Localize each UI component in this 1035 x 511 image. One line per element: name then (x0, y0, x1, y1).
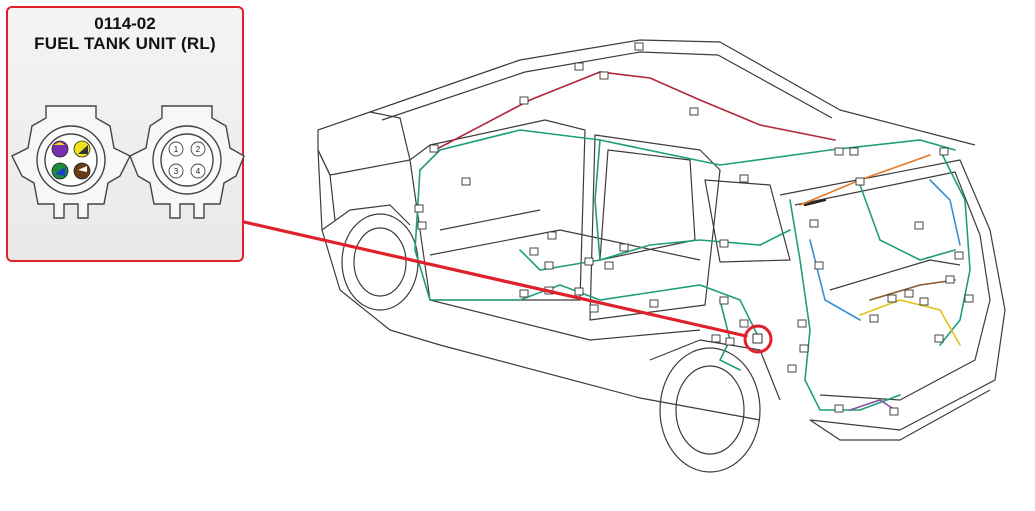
vehicle-body-outline (317, 39, 1006, 473)
connector-face-harness-side (11, 105, 131, 219)
connector-callout-box: 0114-02 FUEL TANK UNIT (RL) (6, 6, 245, 262)
harness-connectors (414, 42, 974, 416)
pin-3-label: 3 (174, 167, 179, 176)
leader-line (242, 220, 748, 338)
target-connector-highlight[interactable] (743, 324, 773, 354)
wire-color-pins (51, 140, 91, 180)
connector-face-terminal-side (129, 105, 245, 219)
connector-name: FUEL TANK UNIT (RL) (34, 34, 216, 53)
connector-code: 0114-02 (94, 14, 156, 33)
pin-4-label: 4 (196, 167, 201, 176)
terminal-number-pins (168, 141, 206, 179)
connector-faces: 1 2 3 4 (11, 105, 245, 219)
pin-2-label: 2 (196, 145, 201, 154)
pin-1-label: 1 (174, 145, 179, 154)
harness-wires (414, 71, 971, 411)
